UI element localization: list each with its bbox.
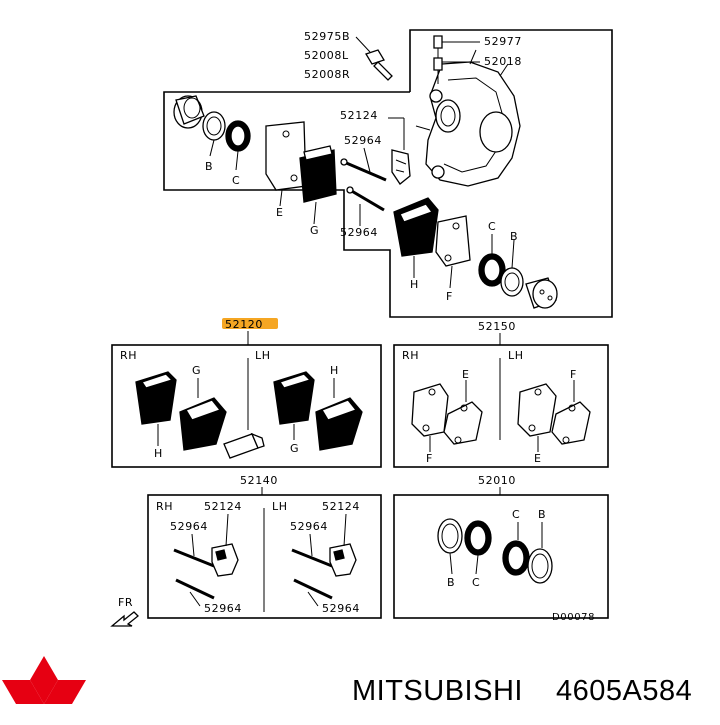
pad-e-lh-52150 (517, 383, 557, 437)
piston-seal-c-52010-right (502, 540, 530, 576)
callout-52008r: 52008R (304, 68, 350, 81)
piston-right (525, 277, 558, 309)
anti-rattle-clip (391, 149, 411, 185)
mitsubishi-logo (2, 656, 86, 704)
kit-box-52120 (111, 344, 382, 468)
callout-52975b: 52975B (304, 30, 350, 43)
callout-52977: 52977 (484, 35, 522, 48)
letter-g-top: G (310, 224, 319, 237)
letter-f-top: F (446, 290, 453, 303)
diagram-code: D00078 (552, 612, 595, 623)
letter-b-top: B (205, 160, 213, 173)
brand-name: MITSUBISHI (352, 675, 523, 707)
pad-h-top (393, 197, 439, 257)
kit-box-52140 (147, 494, 382, 619)
piston-seal-c-right (478, 253, 506, 287)
callout-52124-top: 52124 (340, 109, 378, 122)
caliper-mount-bolt (365, 49, 393, 81)
letter-h-lh-52120: H (330, 364, 339, 377)
caliper-body (415, 49, 521, 187)
guide-bolt (433, 57, 443, 84)
pad-f-top (435, 215, 471, 267)
guide-pin-top (340, 158, 387, 182)
clip-lh (329, 543, 357, 577)
callout-52964-rh-upper: 52964 (170, 520, 208, 533)
callout-52120: 52120 (225, 318, 263, 331)
letter-e-lh-52150: E (534, 452, 542, 465)
letter-e-rh-52150: E (462, 368, 470, 381)
boot-seal-b-top (202, 111, 226, 141)
pad-e-rh-52150 (443, 401, 483, 445)
kit-box-52150 (393, 344, 609, 468)
callout-52124-rh: 52124 (204, 500, 242, 513)
callout-52964-lower: 52964 (340, 226, 378, 239)
pad-g-rh-52120 (179, 397, 227, 451)
guide-pin-bottom (346, 186, 385, 212)
boot-seal-b-right (500, 267, 524, 297)
letter-c-top: C (232, 174, 240, 187)
piston-seal-c-52010-left (464, 520, 492, 556)
boot-seal-b-52010-right (527, 548, 553, 584)
pad-g-top (299, 145, 337, 203)
callout-52964-upper: 52964 (344, 134, 382, 147)
highlight-52120 (222, 318, 278, 329)
pad-e-top (265, 121, 307, 191)
pin-rh-upper (173, 548, 215, 568)
callout-52150: 52150 (478, 320, 516, 333)
callout-52018: 52018 (484, 55, 522, 68)
letter-b-52010-left: B (447, 576, 455, 589)
callout-52964-rh-lower: 52964 (204, 602, 242, 615)
callout-52124-lh: 52124 (322, 500, 360, 513)
letter-c-right: C (488, 220, 496, 233)
letter-f-lh-52150: F (570, 368, 577, 381)
side-rh-52120: RH (120, 349, 137, 362)
pin-lh-upper (291, 548, 333, 568)
clip-rh (211, 543, 239, 577)
side-lh-52140: LH (272, 500, 288, 513)
pad-f-rh-52150 (411, 383, 449, 437)
letter-e-top: E (276, 206, 284, 219)
grease-tube (223, 432, 265, 459)
pad-g-lh-52120 (315, 397, 363, 451)
letter-g-rh-52120: G (192, 364, 201, 377)
pad-h-lh-52120 (273, 371, 315, 425)
pad-h-rh-52120 (135, 371, 177, 425)
callout-52140: 52140 (240, 474, 278, 487)
side-rh-52140: RH (156, 500, 173, 513)
front-arrow-icon (110, 611, 139, 627)
letter-b-52010-right: B (538, 508, 546, 521)
side-lh-52120: LH (255, 349, 271, 362)
side-lh-52150: LH (508, 349, 524, 362)
callout-52964-lh-upper: 52964 (290, 520, 328, 533)
direction-label: FR (118, 596, 133, 609)
assembly-bracket (163, 29, 613, 318)
piston-seal-c-top (225, 120, 251, 152)
callout-52008l: 52008L (304, 49, 349, 62)
callout-52964-lh-lower: 52964 (322, 602, 360, 615)
letter-c-52010-left: C (472, 576, 480, 589)
letter-h-rh-52120: H (154, 447, 163, 460)
kit-box-52010 (393, 494, 609, 619)
letter-g-lh-52120: G (290, 442, 299, 455)
letter-h-top: H (410, 278, 419, 291)
letter-b-right: B (510, 230, 518, 243)
pin-rh-lower (175, 578, 215, 600)
piston-top (173, 95, 205, 129)
pad-f-lh-52150 (551, 401, 591, 445)
letter-c-52010-right: C (512, 508, 520, 521)
bleeder-screw (433, 35, 443, 58)
pin-lh-lower (293, 578, 333, 600)
callout-52010: 52010 (478, 474, 516, 487)
part-number: 4605A584 (556, 675, 692, 707)
side-rh-52150: RH (402, 349, 419, 362)
letter-f-rh-52150: F (426, 452, 433, 465)
boot-seal-b-52010-left (437, 518, 463, 554)
